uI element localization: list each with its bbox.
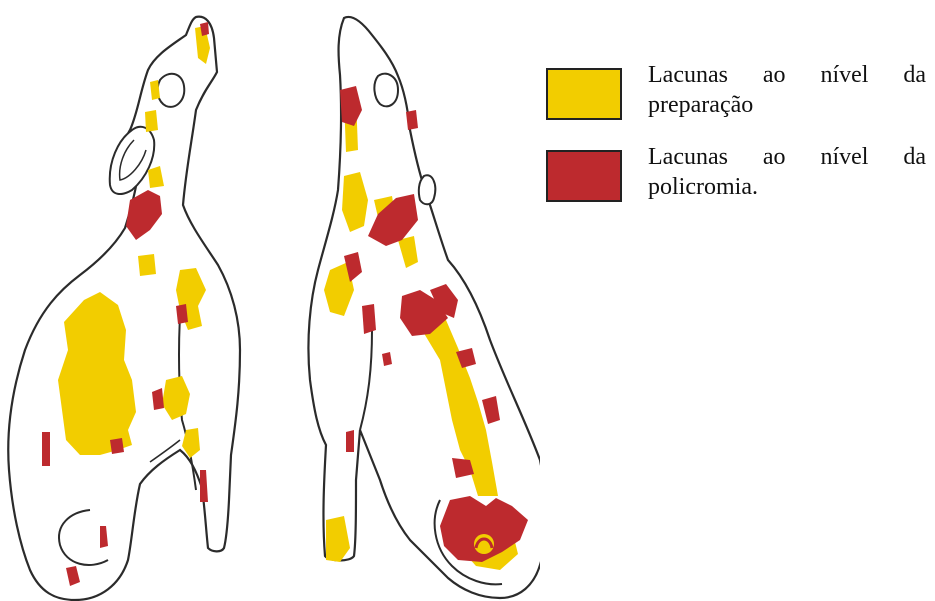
right-ear-outline	[419, 175, 435, 204]
right-red-patch	[362, 304, 376, 334]
lacunae-map-figure	[0, 0, 540, 601]
left-red-patch	[42, 432, 50, 466]
legend-item-preparation: Lacunas ao nível da preparação	[546, 60, 926, 120]
legend-label-preparation: Lacunas ao nível da preparação	[648, 60, 926, 120]
left-yellow-patch	[138, 254, 156, 276]
left-eye-outline	[158, 74, 185, 107]
left-red-patch	[152, 388, 164, 410]
legend-swatch-yellow	[546, 68, 622, 120]
left-view	[8, 17, 240, 600]
right-red-patch	[346, 430, 354, 452]
left-body-outline	[8, 17, 240, 600]
right-eye-outline	[374, 74, 398, 107]
legend-item-polychromy: Lacunas ao nível da policromia.	[546, 142, 926, 202]
legend-label-polychromy: Lacunas ao nível da policromia.	[648, 142, 926, 202]
right-view	[308, 17, 540, 598]
left-red-patch	[110, 438, 124, 454]
legend: Lacunas ao nível da preparação Lacunas a…	[546, 60, 926, 224]
left-yellow-patch	[145, 110, 158, 132]
legend-swatch-red	[546, 150, 622, 202]
right-red-patch	[406, 110, 418, 130]
left-red-patch	[176, 304, 188, 324]
